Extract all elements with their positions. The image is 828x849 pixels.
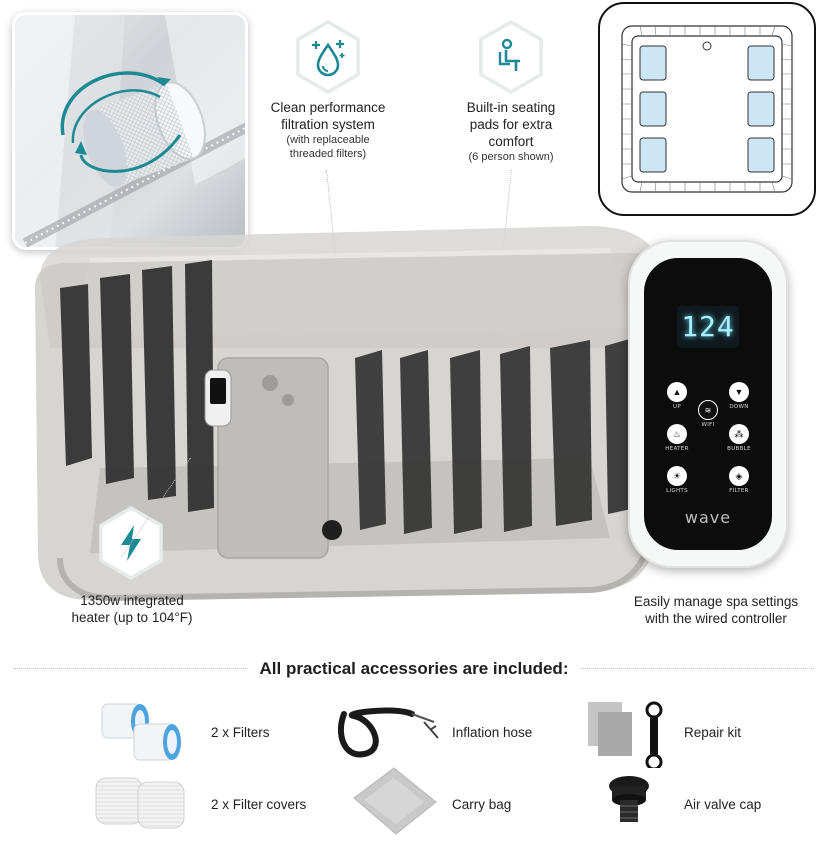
controller-face: 124 ▲ UP ▼ DOWN ≋ WIFI ♨ HEATER ⁂ BUBBLE… bbox=[644, 258, 772, 550]
seating-sub: (6 person shown) bbox=[468, 151, 554, 163]
filter-cartridges-icon bbox=[92, 696, 196, 768]
accessory-label-hose: Inflation hose bbox=[452, 725, 533, 740]
controller-caption: Easily manage spa settings with the wire… bbox=[618, 593, 814, 627]
down-button[interactable]: ▼ bbox=[729, 382, 749, 402]
lightning-bolt-icon bbox=[102, 510, 160, 576]
heater-button[interactable]: ♨ bbox=[667, 424, 687, 444]
carry-bag-icon bbox=[350, 764, 440, 836]
accessory-label-carry-bag: Carry bag bbox=[452, 797, 512, 812]
filtration-sub-line1: (with replaceable bbox=[286, 134, 370, 146]
down-label: DOWN bbox=[729, 404, 749, 410]
accessories-heading: All practical accessories are included: bbox=[0, 659, 828, 679]
bubble-label: BUBBLE bbox=[727, 446, 751, 452]
filter-covers-icon bbox=[92, 768, 196, 836]
accessories-title: All practical accessories are included: bbox=[247, 659, 581, 678]
up-button[interactable]: ▲ bbox=[667, 382, 687, 402]
hose-icon bbox=[334, 700, 444, 764]
filtration-hexagon bbox=[296, 20, 360, 94]
wired-controller: 124 ▲ UP ▼ DOWN ≋ WIFI ♨ HEATER ⁂ BUBBLE… bbox=[628, 240, 788, 568]
heater-caption: 1350w integrated heater (up to 104°F) bbox=[62, 592, 202, 626]
filter-closeup-illustration bbox=[15, 15, 245, 247]
controller-line1: Easily manage spa settings bbox=[633, 594, 799, 609]
lights-button[interactable]: ☀ bbox=[667, 466, 687, 486]
wifi-button[interactable]: ≋ bbox=[698, 400, 718, 420]
up-label: UP bbox=[673, 404, 681, 410]
heater-label: HEATER bbox=[665, 446, 689, 452]
water-drop-sparkle-icon bbox=[299, 24, 357, 90]
bubble-button[interactable]: ⁂ bbox=[729, 424, 749, 444]
filter-closeup-image bbox=[12, 12, 248, 250]
accessory-label-repair-kit: Repair kit bbox=[684, 725, 742, 740]
heater-line1: 1350w integrated bbox=[80, 593, 184, 608]
filtration-caption: Clean performance filtration system (wit… bbox=[258, 99, 398, 162]
seating-title-line2: pads for extra bbox=[469, 117, 553, 132]
filtration-sub-line2: threaded filters) bbox=[289, 148, 367, 160]
seating-title-line3: comfort bbox=[488, 134, 534, 149]
seating-caption: Built-in seating pads for extra comfort … bbox=[448, 99, 574, 165]
air-valve-cap-icon bbox=[604, 770, 654, 832]
brand-logo: wave bbox=[684, 508, 732, 527]
accessory-label-filters: 2 x Filters bbox=[211, 725, 270, 740]
repair-kit-icon bbox=[582, 696, 674, 771]
seat-layout-illustration bbox=[621, 25, 793, 193]
spa-top-view-diagram bbox=[598, 2, 816, 216]
accessory-label-filter-covers: 2 x Filter covers bbox=[211, 797, 307, 812]
accessory-label-air-valve-cap: Air valve cap bbox=[684, 797, 762, 812]
seated-person-icon bbox=[482, 24, 540, 90]
lights-label: LIGHTS bbox=[666, 488, 688, 494]
controller-line2: with the wired controller bbox=[645, 611, 787, 626]
filter-label: FILTER bbox=[729, 488, 749, 494]
temperature-display: 124 bbox=[677, 306, 739, 348]
heater-line2: heater (up to 104°F) bbox=[71, 610, 193, 625]
filter-button[interactable]: ◈ bbox=[729, 466, 749, 486]
spa-cutaway-illustration bbox=[30, 208, 670, 608]
seating-title-line1: Built-in seating bbox=[466, 100, 556, 115]
filtration-title-line1: Clean performance bbox=[270, 100, 386, 115]
wifi-label: WIFI bbox=[701, 422, 715, 428]
filtration-title-line2: filtration system bbox=[281, 117, 375, 132]
seating-hexagon bbox=[479, 20, 543, 94]
